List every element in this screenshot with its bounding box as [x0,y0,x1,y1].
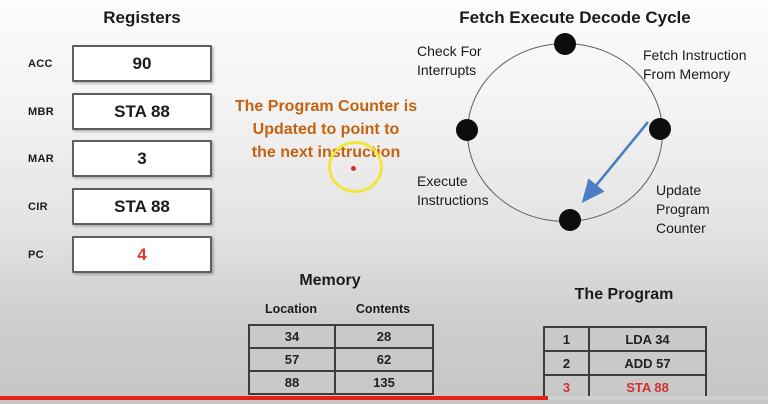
registers-section-title: Registers [72,8,212,28]
memory-table: 34 28 57 62 88 135 [248,324,434,395]
cycle-step-label-line: Execute [417,173,468,189]
register-value-acc: 90 [72,45,212,82]
memory-contents-cell: 135 [334,370,434,395]
registers-title: Registers [103,8,181,27]
cycle-step-label-line: From Memory [643,66,731,82]
annotation-text: The Program Counter is Updated to point … [215,95,437,164]
cycle-transition-arrow-icon [581,121,650,204]
cycle-step-label-line: Interrupts [417,62,477,78]
cycle-node-right-icon [649,118,671,140]
cycle-step-label-line: Counter [656,220,706,236]
register-value-cir: STA 88 [72,188,212,225]
laser-pointer-dot [351,166,356,171]
memory-contents-cell: 62 [334,347,434,372]
program-instruction-cell: ADD 57 [588,350,707,376]
register-label-pc: PC [28,248,44,261]
cycle-step-label-line: Fetch Instruction [643,47,747,63]
memory-title: Memory [299,272,361,289]
video-progress-track[interactable] [0,396,768,400]
memory-table-row: 34 28 [248,324,434,349]
cycle-step-check-interrupts: Check For Interrupts [417,42,482,80]
cycle-step-update-pc: Update Program Counter [656,181,710,238]
program-table-row-highlighted: 3 STA 88 [543,374,707,400]
cycle-title: Fetch Execute Decode Cycle [459,8,691,27]
cycle-step-execute-instructions: Execute Instructions [417,172,489,210]
highlight-circle [328,141,383,193]
program-line-number-cell: 3 [543,374,590,400]
register-value-mbr: STA 88 [72,93,212,130]
program-table: 1 LDA 34 2 ADD 57 3 STA 88 [543,326,707,400]
program-line-number-cell: 2 [543,350,590,376]
cycle-step-label-line: Program [656,201,710,217]
memory-table-row: 88 135 [248,370,434,395]
register-label-cir: CIR [28,200,48,213]
cycle-step-fetch-instruction: Fetch Instruction From Memory [643,46,747,84]
cycle-node-bottom-icon [559,209,581,231]
memory-contents-header: Contents [355,302,411,316]
memory-table-row: 57 62 [248,347,434,372]
memory-location-header: Location [264,302,318,316]
video-progress-fill[interactable] [0,396,549,400]
program-table-row: 1 LDA 34 [543,326,707,352]
program-title: The Program [574,286,674,303]
cycle-node-left-icon [456,119,478,141]
program-line-number-cell: 1 [543,326,590,352]
register-label-acc: ACC [28,57,53,70]
annotation-line-2: Updated to point to [252,121,400,138]
cycle-step-label-line: Update [656,182,702,198]
program-instruction-cell: STA 88 [588,374,707,400]
cycle-node-top-icon [554,33,576,55]
memory-location-cell: 88 [248,370,336,395]
program-instruction-cell: LDA 34 [588,326,707,352]
register-label-mbr: MBR [28,105,54,118]
memory-location-cell: 34 [248,324,336,349]
cycle-step-label-line: Instructions [417,192,489,208]
annotation-line-3: the next instruction [251,144,401,161]
register-value-pc: 4 [72,236,212,273]
memory-location-cell: 57 [248,347,336,372]
cycle-step-label-line: Check For [417,43,482,59]
memory-contents-cell: 28 [334,324,434,349]
annotation-line-1: The Program Counter is [234,98,418,115]
register-label-mar: MAR [28,152,54,165]
register-value-mar: 3 [72,140,212,177]
program-table-row: 2 ADD 57 [543,350,707,376]
